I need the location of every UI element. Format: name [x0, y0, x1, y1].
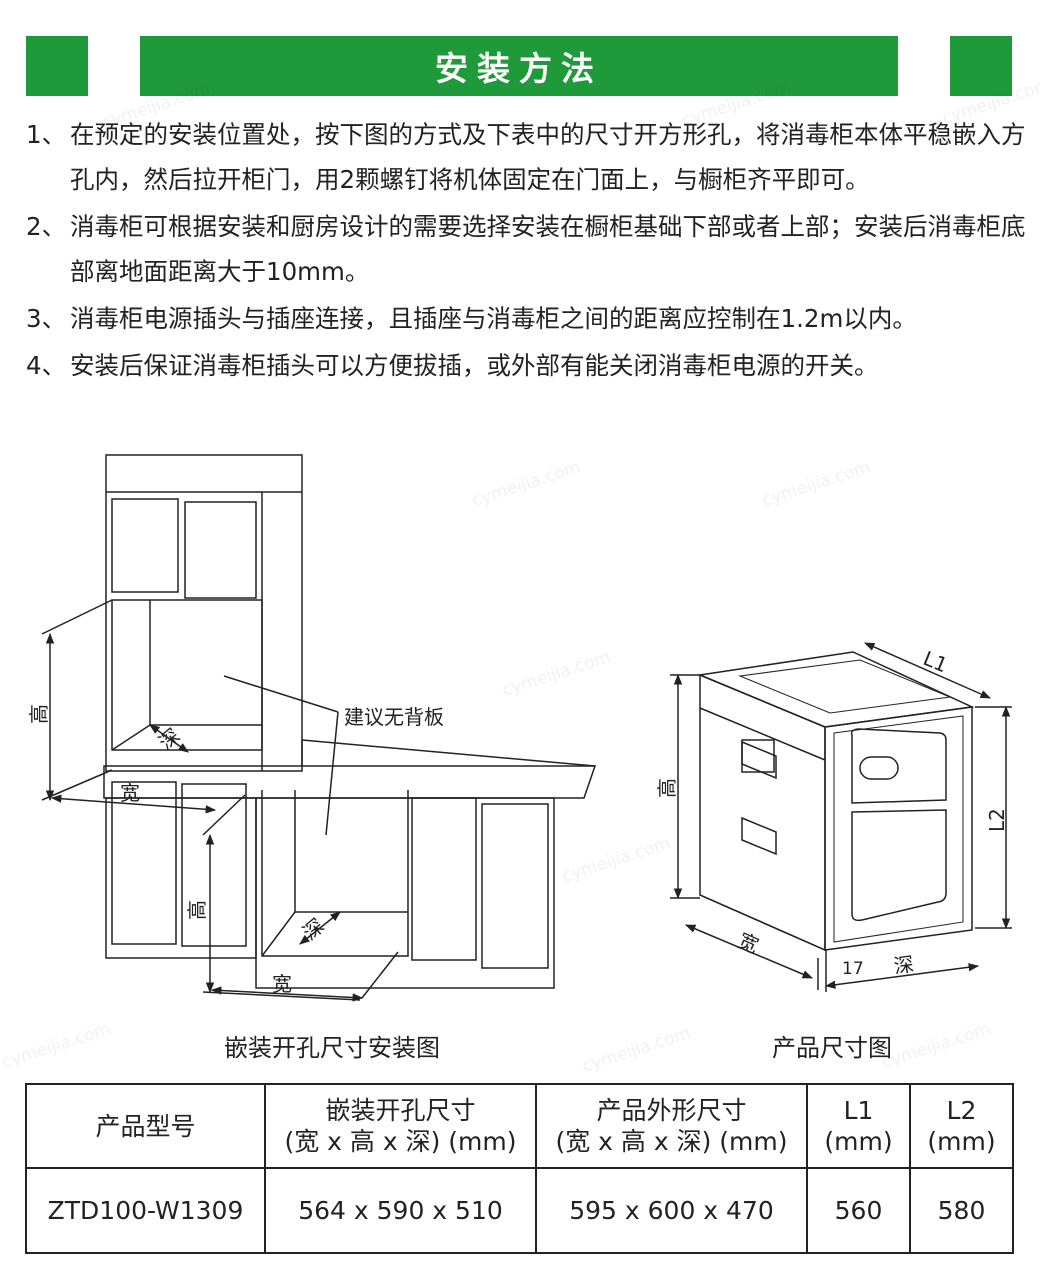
header-left-block — [26, 36, 88, 96]
cell-product-size: 595 x 600 x 470 — [535, 1167, 808, 1254]
lower-height-ext-top — [202, 794, 246, 836]
table-row: ZTD100-W1309 564 x 590 x 510 595 x 600 x… — [25, 1167, 1014, 1254]
page-title: 安装方法 — [435, 49, 603, 88]
side-handle-lower-shape — [741, 816, 777, 856]
lower-depth-label: 深 — [298, 914, 329, 945]
upper-height-ext-bottom — [41, 769, 113, 801]
product-front-panel — [824, 706, 973, 951]
lower-niche — [261, 790, 409, 957]
step-number: 1、 — [26, 120, 67, 149]
upper-door-left — [111, 498, 179, 593]
upper-width-label: 宽 — [120, 781, 140, 805]
upper-width-dimension — [50, 794, 217, 814]
product-width-label: 宽 — [734, 928, 762, 958]
upper-depth-dimension — [149, 724, 189, 753]
lower-depth-dimension — [299, 911, 341, 945]
front-door-handle — [859, 756, 899, 780]
lower-width-ext-right — [361, 951, 399, 999]
side-handle-upper-shape — [741, 740, 777, 780]
step-text: 安装后保证消毒柜插头可以方便拔插，或外部有能关闭消毒柜电源的开关。 — [70, 351, 879, 380]
instruction-step-3: 3、 消毒柜电源插头与插座连接，且插座与消毒柜之间的距离应控制在1.2m以内。 — [26, 296, 1026, 341]
base-left-door — [111, 781, 177, 945]
upper-height-label: 高 — [27, 704, 51, 724]
header-l1: L1 (mm) — [806, 1083, 911, 1169]
step-number: 3、 — [26, 304, 67, 333]
header-model: 产品型号 — [25, 1083, 266, 1169]
upper-door-right — [184, 501, 257, 599]
product-diagram — [670, 642, 1012, 992]
step-number: 2、 — [26, 212, 67, 241]
product-l1-dimension — [864, 642, 991, 699]
step-text: 在预定的安装位置处，按下图的方式及下表中的尺寸开方形孔，将消毒柜本体平稳嵌入方孔… — [70, 120, 1026, 194]
step-number: 4、 — [26, 351, 67, 380]
lower-niche-back — [294, 790, 408, 913]
upper-height-ext-top — [41, 599, 113, 635]
product-side-bottom — [699, 894, 826, 951]
product-diagram-caption: 产品尺寸图 — [772, 1034, 892, 1062]
product-height-label: 高 — [655, 778, 679, 798]
base-right-body — [255, 797, 555, 989]
no-backboard-note: 建议无背板 — [344, 705, 444, 729]
step-text: 消毒柜可根据安装和厨房设计的需要选择安装在橱柜基础下部或者上部；安装后消毒柜底部… — [70, 212, 1026, 286]
upper-niche-back — [149, 600, 262, 726]
front-door-lower — [851, 809, 947, 922]
front-door-upper — [850, 728, 947, 804]
countertop-back-edge — [301, 739, 596, 767]
header-right-block — [950, 36, 1012, 96]
table-header-row: 产品型号 嵌装开孔尺寸 (宽 x 高 x 深) (mm) 产品外形尺寸 (宽 x… — [25, 1083, 1014, 1169]
l1-label: L1 — [920, 646, 951, 677]
drawings: 建议无背板 高 深 宽 高 深 宽 — [27, 454, 1012, 1002]
product-front-frame — [833, 715, 964, 943]
lower-height-label: 高 — [185, 900, 209, 920]
spec-table: 产品型号 嵌装开孔尺寸 (宽 x 高 x 深) (mm) 产品外形尺寸 (宽 x… — [25, 1083, 1014, 1254]
header-l2: L2 (mm) — [909, 1083, 1014, 1169]
step-text: 消毒柜电源插头与插座连接，且插座与消毒柜之间的距离应控制在1.2m以内。 — [70, 304, 917, 333]
cell-cutout-size: 564 x 590 x 510 — [264, 1167, 537, 1254]
instruction-step-2: 2、 消毒柜可根据安装和厨房设计的需要选择安装在橱柜基础下部或者上部；安装后消毒… — [26, 204, 1026, 294]
product-depth-dimension — [824, 963, 980, 989]
lower-width-label: 宽 — [272, 972, 292, 996]
lower-niche-floor-edge — [261, 911, 296, 957]
instruction-step-1: 1、 在预定的安装位置处，按下图的方式及下表中的尺寸开方形孔，将消毒柜本体平稳嵌… — [26, 112, 1026, 202]
l2-label: L2 — [985, 808, 1009, 832]
product-depth-label: 深 — [892, 952, 915, 979]
header-cutout-size: 嵌装开孔尺寸 (宽 x 高 x 深) (mm) — [264, 1083, 537, 1169]
header-banner: 安装方法 — [140, 36, 898, 96]
upper-niche — [111, 599, 263, 751]
countertop — [103, 765, 597, 799]
base-door-4 — [481, 803, 549, 969]
install-diagram-caption: 嵌装开孔尺寸安装图 — [224, 1034, 440, 1062]
upper-niche-floor-edge — [111, 724, 151, 751]
cell-l1: 560 — [806, 1167, 911, 1254]
note-leader-lower — [325, 711, 339, 836]
offset-label: 17 — [842, 959, 864, 979]
tall-cabinet-outline — [105, 454, 303, 772]
base-door-3 — [411, 797, 477, 961]
lower-width-dimension — [210, 986, 364, 1002]
product-width-dimension — [685, 924, 813, 979]
instruction-list: 1、 在预定的安装位置处，按下图的方式及下表中的尺寸开方形孔，将消毒柜本体平稳嵌… — [26, 112, 1026, 388]
side-handle-upper — [741, 739, 775, 773]
product-side-rail — [699, 707, 826, 761]
cell-l2: 580 — [909, 1167, 1014, 1254]
header-product-size: 产品外形尺寸 (宽 x 高 x 深) (mm) — [535, 1083, 808, 1169]
cell-model: ZTD100-W1309 — [25, 1167, 266, 1254]
installation-diagram — [41, 454, 597, 1002]
base-left-body — [105, 797, 257, 959]
note-leader-upper — [223, 675, 339, 713]
instruction-step-4: 4、 安装后保证消毒柜插头可以方便拔插，或外部有能关闭消毒柜电源的开关。 — [26, 343, 1026, 388]
